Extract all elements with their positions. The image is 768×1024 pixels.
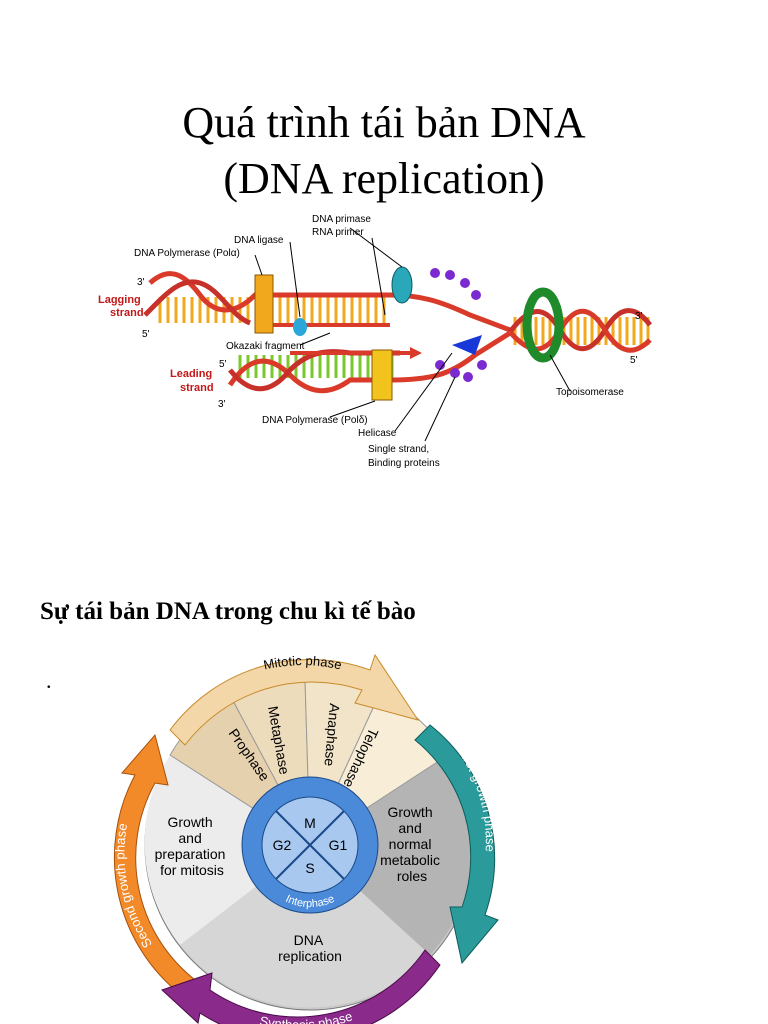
- g1-description: Growth and normal metabolic roles: [380, 804, 444, 884]
- leading-strand-backbone: [227, 330, 512, 394]
- dna-primase-label: DNA primase: [312, 214, 371, 225]
- synthesis-arrow: [161, 949, 441, 1024]
- second-growth-arrow: [113, 733, 203, 1001]
- cell-cycle-diagram: Mitotic phase First growth phase Second …: [112, 653, 499, 1024]
- g2-description: Growth and preparation for mitosis: [155, 814, 230, 878]
- ssb-label-line1: Single strand,: [368, 444, 429, 455]
- first-growth-arrow: [414, 724, 499, 965]
- title-line-2: (DNA replication): [223, 154, 545, 203]
- dna-ligase-blob: [293, 318, 307, 336]
- okazaki-label: Okazaki fragment: [226, 341, 305, 352]
- s-description: DNA replication: [278, 932, 342, 964]
- three-prime-right: 3': [635, 311, 643, 322]
- mitotic-phase-arrow: [169, 653, 420, 746]
- left-top-helix: [143, 279, 252, 326]
- ssb-proteins: [430, 268, 487, 382]
- title-line-1: Quá trình tái bản DNA: [182, 98, 586, 147]
- five-prime-right: 5': [630, 355, 638, 366]
- section-subheading: Sự tái bản DNA trong chu kì tế bào: [40, 598, 416, 625]
- dna-replication-diagram: DNA primase RNA primer DNA ligase DNA Po…: [98, 214, 652, 469]
- center-m-label: M: [304, 815, 316, 831]
- center-g2-label: G2: [273, 837, 292, 853]
- g1-sector: [310, 755, 474, 955]
- topoisomerase-ring: [522, 287, 564, 363]
- anaphase-label: Anaphase: [321, 703, 342, 767]
- lagging-strand-backbone-a: [148, 271, 511, 333]
- three-prime-top-left: 3': [137, 277, 145, 288]
- dna-ligase-label: DNA ligase: [234, 235, 284, 246]
- topoisomerase-label: Topoisomerase: [556, 387, 624, 398]
- rna-primer-label: RNA primer: [312, 227, 364, 238]
- five-prime-bottom-left: 5': [219, 359, 227, 370]
- parent-helix-a: [507, 308, 652, 352]
- ssb-label-line2: Binding proteins: [368, 458, 440, 469]
- center-g1-label: G1: [329, 837, 348, 853]
- pol-delta-label: DNA Polymerase (Polδ): [262, 415, 368, 426]
- bullet-dot: .: [46, 668, 52, 693]
- dna-primase-ring: [391, 266, 413, 304]
- three-prime-bottom-left: 3': [218, 399, 226, 410]
- pol-alpha-label: DNA Polymerase (Polα): [134, 248, 240, 259]
- interphase-label: Interphase: [284, 893, 337, 910]
- helicase-wedge: [452, 335, 482, 355]
- mitotic-phase-label: Mitotic phase: [262, 653, 343, 672]
- center-divider-b: [275, 810, 345, 880]
- s-sector: [180, 845, 430, 1008]
- leading-arrowhead: [410, 347, 422, 359]
- g2-sector: [144, 755, 310, 945]
- pol-alpha-block: [254, 274, 274, 334]
- helicase-label: Helicase: [358, 428, 397, 439]
- pol-delta-block: [371, 349, 393, 401]
- five-prime-mid-left: 5': [142, 329, 150, 340]
- center-s-label: S: [305, 860, 314, 876]
